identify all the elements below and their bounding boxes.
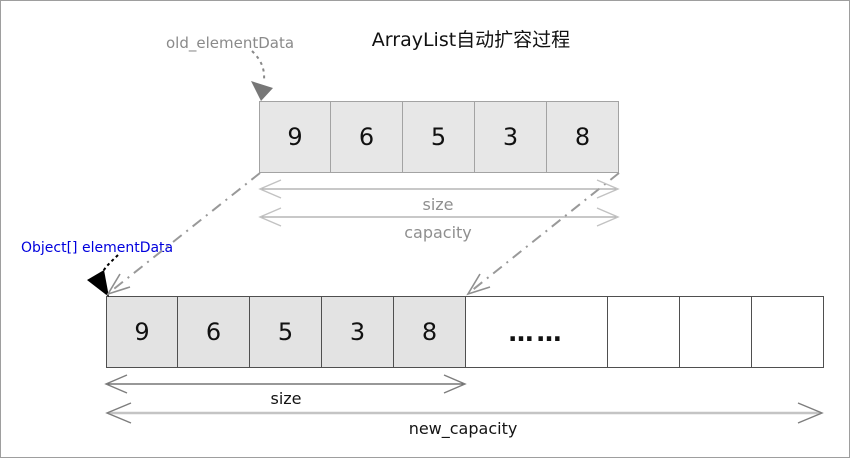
new-array-cell: 6 — [178, 296, 250, 368]
new-pointer-arrow — [87, 254, 119, 297]
new-array-cell: 3 — [322, 296, 394, 368]
copy-line-right — [466, 172, 620, 296]
empty-cell — [752, 296, 824, 368]
old-array-cell: 9 — [259, 101, 331, 173]
old-capacity-label: capacity — [404, 223, 472, 242]
elementdata-label: Object[] elementData — [21, 240, 174, 256]
diagram-title: ArrayList自动扩容过程 — [371, 29, 571, 51]
old-array: 9 6 5 3 8 — [259, 101, 619, 173]
old-array-cell: 5 — [403, 101, 475, 173]
empty-cell — [608, 296, 680, 368]
old-elementdata-label: old_elementData — [166, 34, 295, 52]
old-pointer-arrow — [251, 50, 273, 101]
copy-line-left — [106, 172, 261, 296]
old-array-cell: 6 — [331, 101, 403, 173]
new-array-cell: 5 — [250, 296, 322, 368]
old-array-cell: 3 — [475, 101, 547, 173]
new-size-label: size — [270, 389, 302, 408]
new-array: 9 6 5 3 8 …… — [106, 296, 824, 368]
new-capacity-label: new_capacity — [408, 419, 518, 438]
new-array-cell: 9 — [106, 296, 178, 368]
old-size-label: size — [422, 195, 454, 214]
empty-cell — [680, 296, 752, 368]
new-array-cell: 8 — [394, 296, 466, 368]
old-array-cell: 8 — [547, 101, 619, 173]
ellipsis-cell: …… — [466, 296, 608, 368]
